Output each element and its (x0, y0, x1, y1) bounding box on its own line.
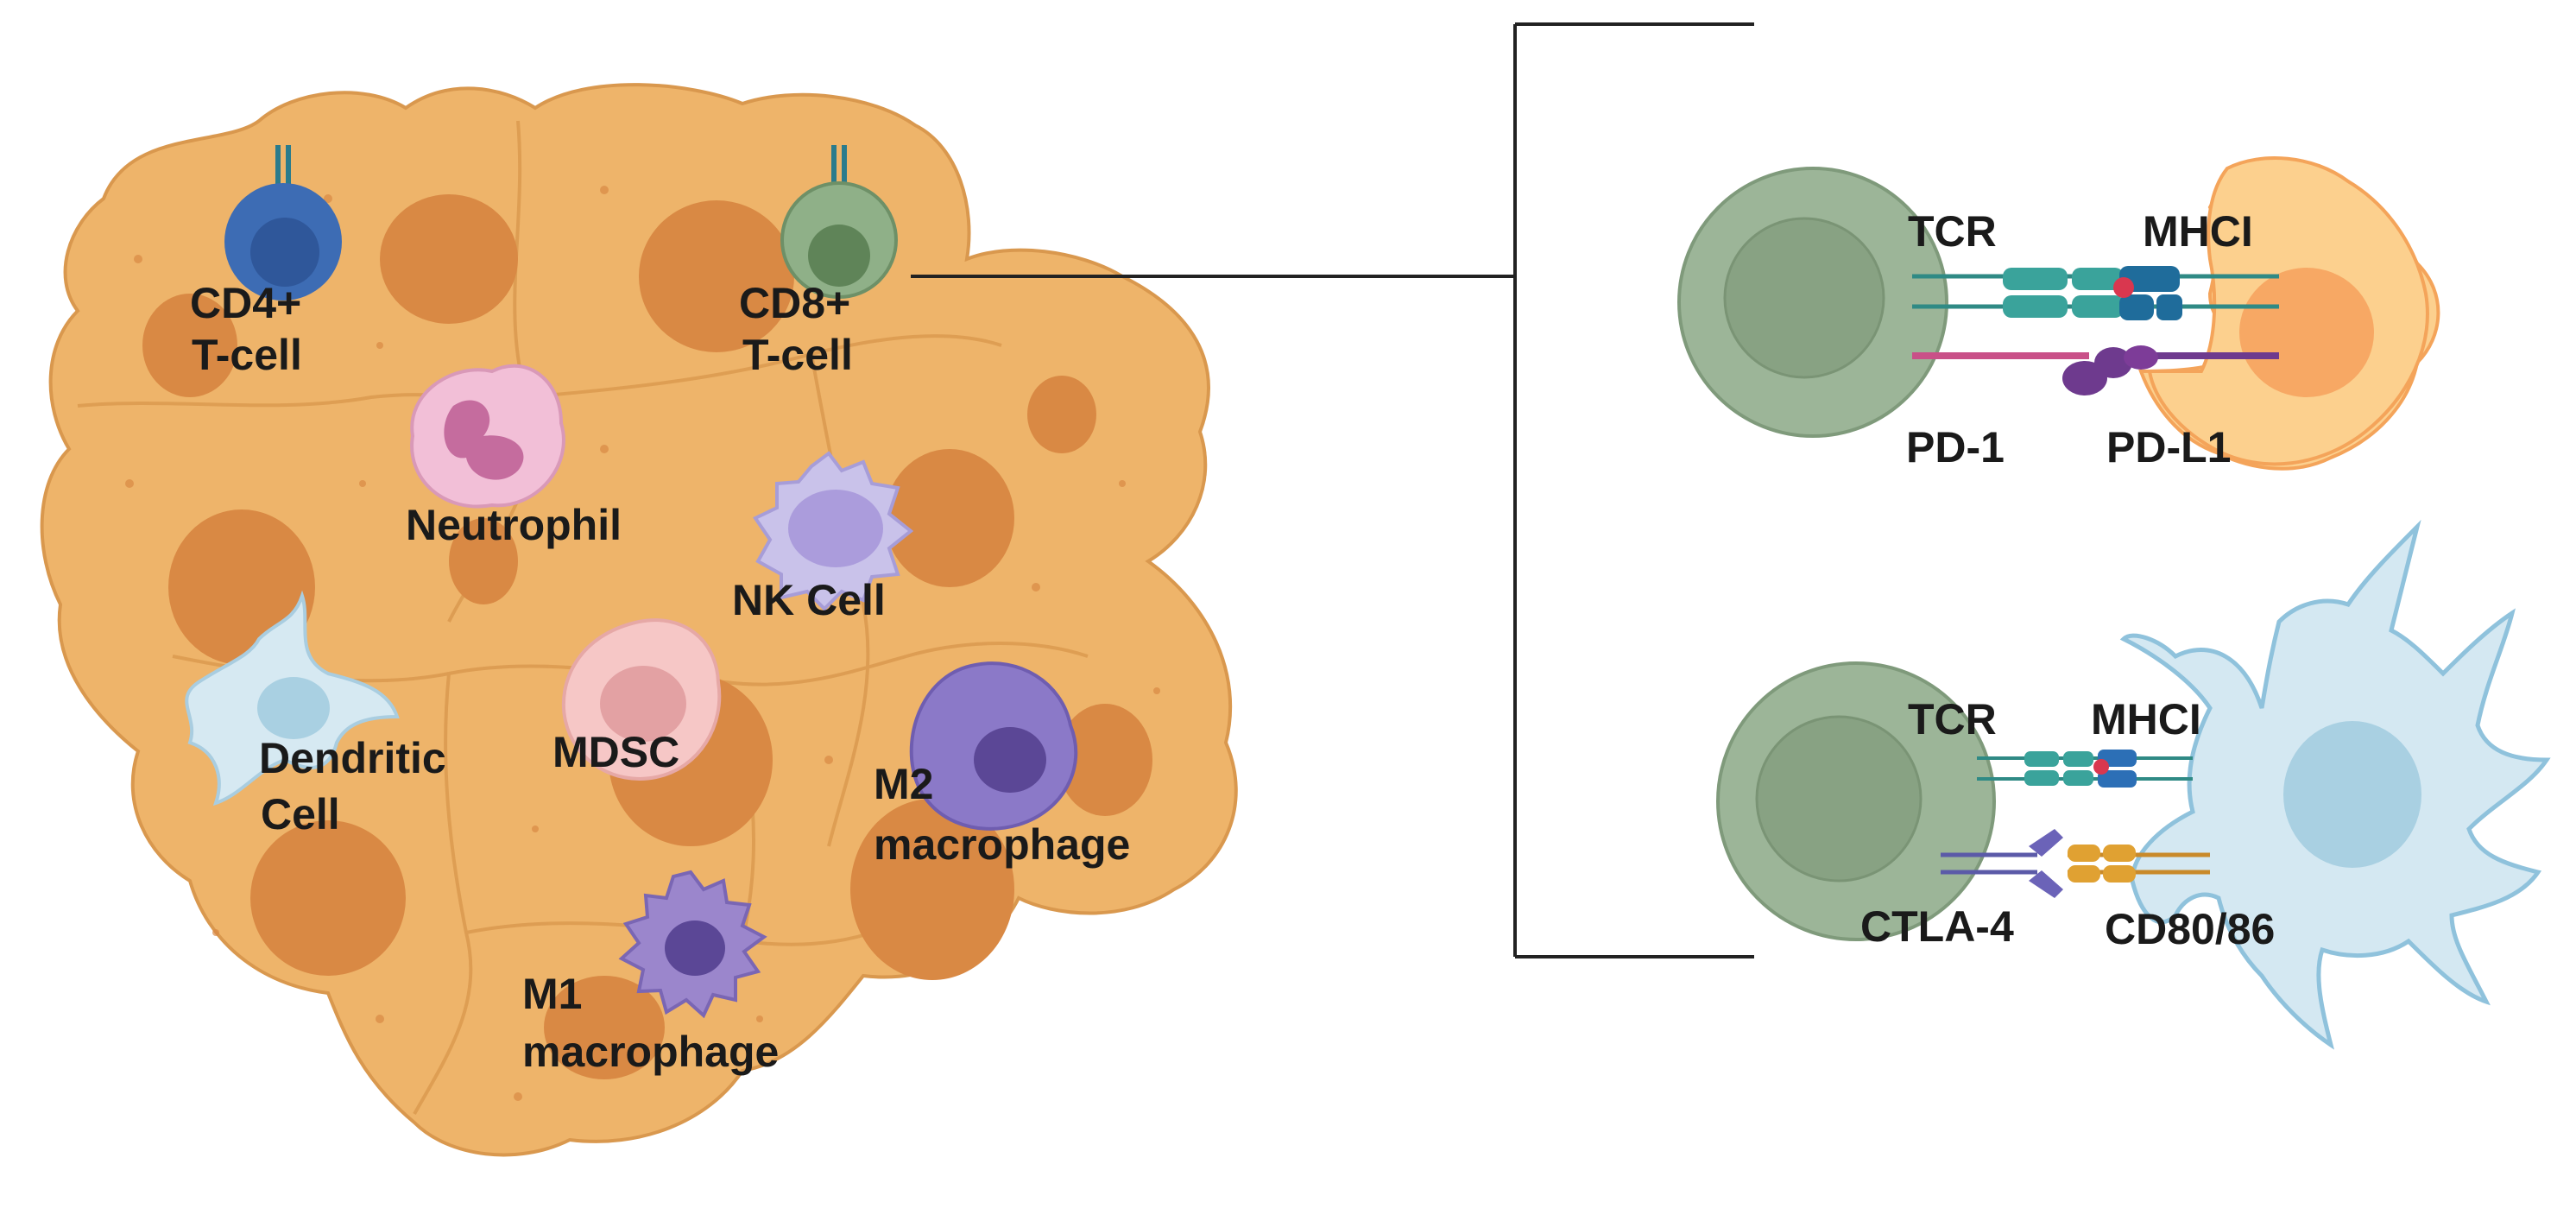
label-nk-cell: NK Cell (732, 576, 886, 624)
label-pd1: PD-1 (1906, 423, 2005, 471)
mdsc-cell (561, 618, 722, 781)
tumor-cell-nucleus (2239, 268, 2374, 397)
antigen-peptide-icon (2093, 759, 2109, 775)
label-m1-line2: macrophage (522, 1028, 779, 1076)
tcr-mhc-complex-bottom (1977, 750, 2193, 788)
label-m2-line2: macrophage (874, 820, 1130, 869)
tcr-receptor-icon (275, 145, 291, 190)
cd8-t-cell (780, 145, 898, 299)
ctla4-cd80-complex (1941, 829, 2210, 898)
label-m1-line1: M1 (522, 970, 582, 1018)
label-tcr-bottom: TCR (1908, 695, 1997, 743)
top-panel: TCR MHCI PD-1 PD-L1 (1677, 156, 2440, 471)
label-neutrophil: Neutrophil (406, 501, 622, 549)
label-ctla4: CTLA-4 (1860, 902, 2014, 951)
nk-cell (753, 451, 914, 611)
bottom-panel: TCR MHCI CTLA-4 CD80/86 (1716, 519, 2551, 1050)
tumor-mass (40, 83, 1238, 1157)
label-mhc-top: MHCI (2143, 207, 2253, 256)
neutrophil-cell (410, 364, 565, 509)
label-dendritic-line2: Cell (261, 790, 340, 838)
label-cd4-line1: CD4+ (190, 279, 301, 327)
label-tcr-top: TCR (1908, 207, 1997, 256)
label-m2-line1: M2 (874, 760, 933, 808)
antigen-peptide-icon (2113, 277, 2134, 298)
zoom-bracket (911, 22, 1754, 958)
tcr-mhc-complex (1912, 266, 2279, 320)
m2-macrophage-cell (909, 661, 1078, 831)
label-cd80-86: CD80/86 (2105, 905, 2275, 953)
label-mhc-bottom: MHCI (2091, 695, 2201, 743)
label-dendritic-line1: Dendritic (259, 734, 446, 782)
cd4-t-cell (224, 145, 342, 301)
label-cd8-line2: T-cell (742, 331, 853, 379)
label-pdl1: PD-L1 (2106, 423, 2231, 471)
m1-macrophage-cell (618, 870, 767, 1019)
dendritic-cell (185, 590, 400, 807)
label-mdsc: MDSC (552, 728, 679, 776)
label-cd4-line2: T-cell (192, 331, 302, 379)
pd1-pdl1-complex (1912, 345, 2279, 395)
label-cd8-line1: CD8+ (739, 279, 850, 327)
dendritic-large-nucleus (2283, 721, 2421, 868)
